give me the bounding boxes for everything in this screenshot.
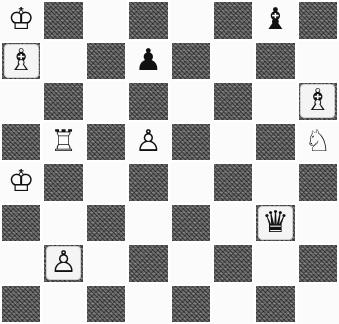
square-d8[interactable] — [127, 0, 169, 41]
square-d3[interactable] — [127, 203, 169, 244]
square-c2[interactable] — [85, 243, 127, 284]
square-h8[interactable] — [297, 0, 339, 41]
white-bishop-piece[interactable]: ♗ — [5, 45, 38, 77]
square-e8[interactable] — [170, 0, 212, 41]
square-d4[interactable] — [127, 162, 169, 203]
square-b3[interactable] — [42, 203, 84, 244]
square-b2[interactable]: ♙ — [42, 243, 84, 284]
square-e2[interactable] — [170, 243, 212, 284]
square-a3[interactable] — [0, 203, 42, 244]
square-h1[interactable] — [297, 284, 339, 324]
white-pawn-piece[interactable]: ♙ — [135, 127, 162, 157]
white-bishop-piece[interactable]: ♗ — [301, 85, 334, 117]
square-b5[interactable]: ♖ — [42, 122, 84, 163]
white-king-piece[interactable]: ♔ — [8, 167, 35, 197]
square-c6[interactable] — [85, 81, 127, 122]
white-knight-piece[interactable]: ♘ — [304, 127, 331, 157]
square-f7[interactable] — [212, 41, 254, 82]
square-a8[interactable]: ♔ — [0, 0, 42, 41]
square-f8[interactable] — [212, 0, 254, 41]
square-d5[interactable]: ♙ — [127, 122, 169, 163]
black-queen-piece[interactable]: ♛ — [259, 207, 292, 239]
square-b6[interactable] — [42, 81, 84, 122]
square-f4[interactable] — [212, 162, 254, 203]
square-h4[interactable] — [297, 162, 339, 203]
white-pawn-piece[interactable]: ♙ — [47, 247, 80, 279]
square-f5[interactable] — [212, 122, 254, 163]
square-h7[interactable] — [297, 41, 339, 82]
square-g4[interactable] — [254, 162, 296, 203]
square-g1[interactable] — [254, 284, 296, 324]
square-e4[interactable] — [170, 162, 212, 203]
square-c4[interactable] — [85, 162, 127, 203]
square-c7[interactable] — [85, 41, 127, 82]
square-b7[interactable] — [42, 41, 84, 82]
square-g6[interactable] — [254, 81, 296, 122]
square-a7[interactable]: ♗ — [0, 41, 42, 82]
square-g7[interactable] — [254, 41, 296, 82]
square-g3[interactable]: ♛ — [254, 203, 296, 244]
square-f2[interactable] — [212, 243, 254, 284]
square-e3[interactable] — [170, 203, 212, 244]
square-c8[interactable] — [85, 0, 127, 41]
black-bishop-piece[interactable]: ♝ — [262, 5, 289, 35]
square-a1[interactable] — [0, 284, 42, 324]
square-g2[interactable] — [254, 243, 296, 284]
square-a4[interactable]: ♔ — [0, 162, 42, 203]
square-c5[interactable] — [85, 122, 127, 163]
square-d6[interactable] — [127, 81, 169, 122]
square-d7[interactable]: ♟ — [127, 41, 169, 82]
square-e5[interactable] — [170, 122, 212, 163]
square-f3[interactable] — [212, 203, 254, 244]
square-h6[interactable]: ♗ — [297, 81, 339, 122]
white-king-piece[interactable]: ♔ — [8, 5, 35, 35]
square-f6[interactable] — [212, 81, 254, 122]
black-pawn-piece[interactable]: ♟ — [135, 46, 162, 76]
square-h5[interactable]: ♘ — [297, 122, 339, 163]
square-f1[interactable] — [212, 284, 254, 324]
square-c1[interactable] — [85, 284, 127, 324]
square-c3[interactable] — [85, 203, 127, 244]
square-a5[interactable] — [0, 122, 42, 163]
square-e1[interactable] — [170, 284, 212, 324]
square-e6[interactable] — [170, 81, 212, 122]
square-b4[interactable] — [42, 162, 84, 203]
square-a6[interactable] — [0, 81, 42, 122]
square-a2[interactable] — [0, 243, 42, 284]
square-g8[interactable]: ♝ — [254, 0, 296, 41]
square-h2[interactable] — [297, 243, 339, 284]
square-e7[interactable] — [170, 41, 212, 82]
white-rook-piece[interactable]: ♖ — [50, 127, 77, 157]
square-b1[interactable] — [42, 284, 84, 324]
square-d1[interactable] — [127, 284, 169, 324]
square-g5[interactable] — [254, 122, 296, 163]
square-h3[interactable] — [297, 203, 339, 244]
square-b8[interactable] — [42, 0, 84, 41]
square-d2[interactable] — [127, 243, 169, 284]
